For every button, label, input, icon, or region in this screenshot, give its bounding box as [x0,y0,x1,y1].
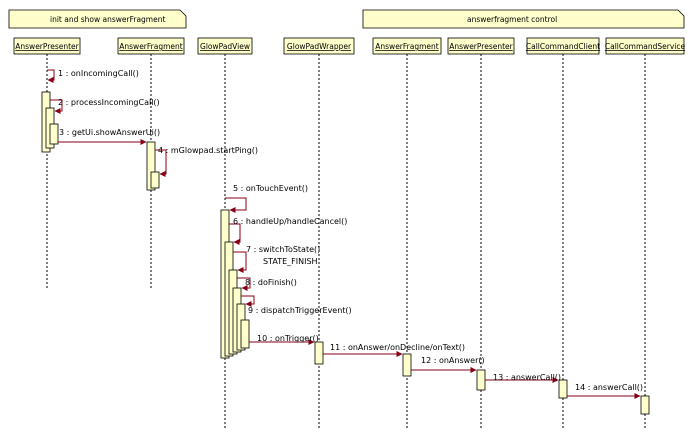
svg-text:AnswerFragment: AnswerFragment [119,42,183,51]
activation-ap2 [476,369,486,391]
participant-callcommandservice: CallCommandService [605,37,686,55]
message-9-label: 9 : dispatchTriggerEvent() [248,306,352,315]
message-1-label: 1 : onIncomingCall() [58,69,139,78]
participant-glowpadwrapper: GlowPadWrapper [283,37,355,55]
message-2-label: 2 : processIncomingCall() [58,98,160,107]
svg-text:AnswerPresenter: AnswerPresenter [449,42,513,51]
message-3-label: 3 : getUi.showAnswerUi() [59,128,160,137]
participant-callcommandclient: CallCommandClient [526,37,600,55]
svg-text:AnswerPresenter: AnswerPresenter [15,42,79,51]
message-11-label: 11 : onAnswer/onDecline/onText() [330,343,465,352]
svg-text:CallCommandClient: CallCommandClient [526,42,600,51]
participant-answerpresenter-1: AnswerPresenter [13,37,81,55]
message-7-arrow [233,251,247,273]
participant-answerpresenter-2: AnswerPresenter [447,37,515,55]
activation-gpw [314,341,324,365]
activation-af1-b [150,171,160,189]
message-6-arrow [229,223,241,245]
activation-ap1-c [49,123,59,145]
message-12-label: 12 : onAnswer() [421,356,485,365]
message-4-arrow [155,149,167,177]
message-7-label: 7 : switchToState() [246,245,320,254]
message-14-label: 14 : answerCall() [575,383,643,392]
activation-af1-a [146,141,156,191]
message-6-label: 6 : handleUp/handleCancel() [233,217,347,226]
activation-af2 [402,353,412,377]
svg-text:AnswerFragment: AnswerFragment [375,42,439,51]
message-13-label: 13 : answerCall() [493,373,561,382]
message-10-label: 10 : onTrigger() [257,334,319,343]
frame-control: answerfragment control [362,9,685,29]
message-7-state-label: STATE_FINISH [263,257,318,266]
participant-answerfragment-2: AnswerFragment [372,37,442,55]
message-8-label: 8 : doFinish() [245,278,297,287]
frame-init-title: init and show answerFragment [50,15,165,24]
message-4-label: 4 : mGlowpad.startPing() [158,146,258,155]
message-2-arrow [50,99,63,114]
activation-gpv-6 [240,319,250,349]
frame-control-title: answerfragment control [467,15,557,24]
activation-ccc [558,379,568,399]
message-1-arrow [47,69,55,83]
svg-text:GlowPadView: GlowPadView [200,42,250,51]
participant-glowpadview: GlowPadView [197,37,253,55]
frame-init: init and show answerFragment [8,9,187,29]
svg-text:GlowPadWrapper: GlowPadWrapper [287,42,352,51]
message-5-arrow [225,197,247,213]
svg-text:CallCommandService: CallCommandService [605,42,686,51]
activation-ccs [640,395,650,415]
message-8-arrow [237,277,251,291]
message-5-label: 5 : onTouchEvent() [233,184,308,193]
message-9-arrow [241,295,255,307]
participant-answerfragment-1: AnswerFragment [117,37,185,55]
